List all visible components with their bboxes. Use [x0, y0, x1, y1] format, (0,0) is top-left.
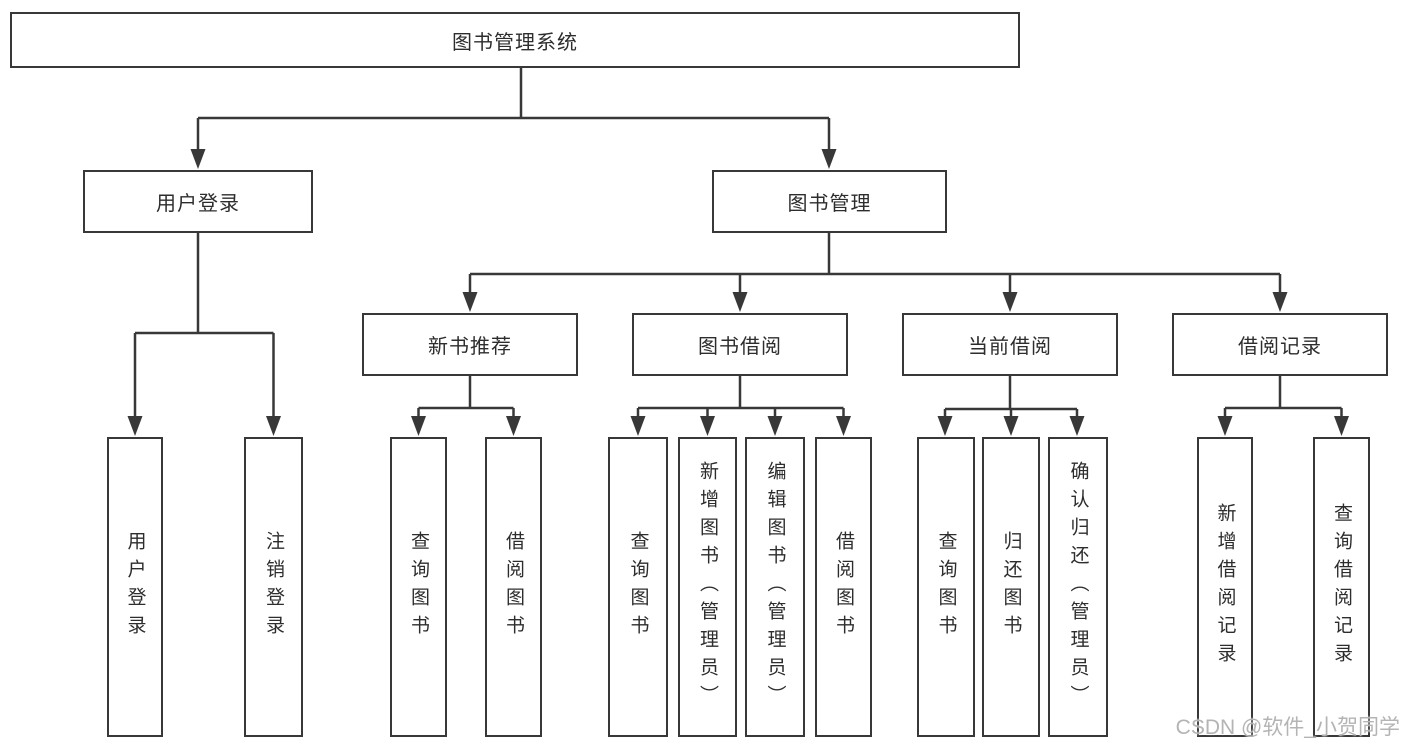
node-new-book-recommend-label: 新书推荐: [428, 336, 512, 358]
leaf-confirm-return-admin-label: 确认归还（管理员）: [1067, 461, 1089, 713]
node-user-login: 用户登录: [83, 170, 313, 233]
node-book-management: 图书管理: [712, 170, 947, 233]
leaf-borrowing-query-books: 查询图书: [608, 437, 668, 737]
node-root-system-label: 图书管理系统: [452, 31, 578, 54]
leaf-logout: 注销登录: [244, 437, 303, 737]
leaf-newbook-borrow-books: 借阅图书: [485, 437, 542, 737]
node-current-borrowing: 当前借阅: [902, 313, 1118, 376]
node-current-borrowing-label: 当前借阅: [968, 336, 1052, 358]
leaf-current-query-books-label: 查询图书: [935, 531, 957, 643]
leaf-query-borrow-record: 查询借阅记录: [1313, 437, 1370, 737]
node-user-login-label: 用户登录: [156, 193, 240, 215]
node-new-book-recommend: 新书推荐: [362, 313, 578, 376]
leaf-add-borrow-record-label: 新增借阅记录: [1214, 503, 1236, 671]
node-root-system: 图书管理系统: [10, 12, 1020, 68]
leaf-logout-label: 注销登录: [263, 531, 284, 643]
leaf-confirm-return-admin: 确认归还（管理员）: [1048, 437, 1108, 737]
leaf-query-borrow-record-label: 查询借阅记录: [1331, 503, 1352, 671]
leaf-newbook-query-books-label: 查询图书: [408, 531, 429, 643]
leaf-borrowing-borrow-books-label: 借阅图书: [833, 531, 854, 643]
leaf-current-query-books: 查询图书: [917, 437, 975, 737]
node-borrowing-records-label: 借阅记录: [1238, 336, 1322, 358]
node-borrowing-records: 借阅记录: [1172, 313, 1388, 376]
leaf-edit-books-admin-label: 编辑图书（管理员）: [764, 461, 786, 713]
node-book-borrowing: 图书借阅: [632, 313, 848, 376]
leaf-edit-books-admin: 编辑图书（管理员）: [745, 437, 805, 737]
leaf-borrowing-query-books-label: 查询图书: [627, 531, 649, 643]
leaf-return-books: 归还图书: [982, 437, 1040, 737]
leaf-newbook-query-books: 查询图书: [390, 437, 447, 737]
node-book-borrowing-label: 图书借阅: [698, 336, 782, 358]
leaf-add-books-admin-label: 新增图书（管理员）: [697, 461, 718, 713]
leaf-add-books-admin: 新增图书（管理员）: [678, 437, 737, 737]
node-book-management-label: 图书管理: [787, 193, 872, 215]
leaf-borrowing-borrow-books: 借阅图书: [815, 437, 872, 737]
leaf-user-login: 用户登录: [107, 437, 163, 737]
leaf-add-borrow-record: 新增借阅记录: [1197, 437, 1253, 737]
leaf-return-books-label: 归还图书: [1000, 531, 1022, 643]
leaf-newbook-borrow-books-label: 借阅图书: [503, 531, 524, 643]
csdn-watermark: CSDN @软件_小贺同学: [1175, 716, 1400, 739]
leaf-user-login-label: 用户登录: [124, 531, 146, 643]
